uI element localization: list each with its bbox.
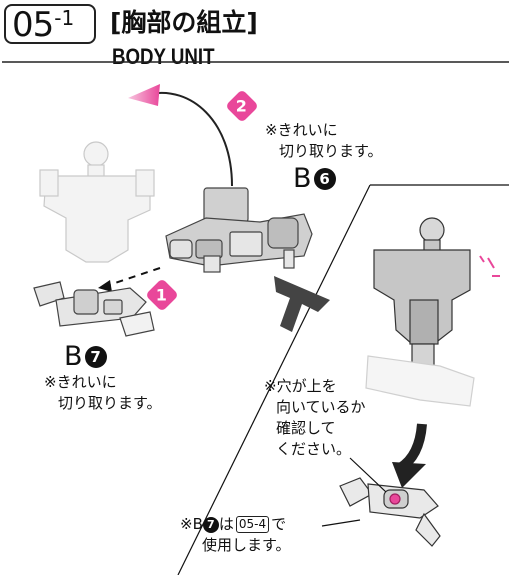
section-title-en: BODY UNIT <box>112 44 215 69</box>
note-mid: は <box>218 515 234 533</box>
down-arrow-head <box>392 462 426 488</box>
down-arrow-shaft <box>397 423 427 473</box>
b7-ghost <box>365 355 475 407</box>
note-hole-up: ※穴が上を 向いているか 確認して ください。 <box>264 376 366 460</box>
step-reference-box: 05-4 <box>235 516 270 533</box>
step-badge: 05 -1 <box>4 4 96 44</box>
action-badge-2-label: 2 <box>236 96 248 116</box>
note-line: 使用します。 <box>202 536 291 554</box>
note-cut-clean-b7: ※きれいに 切り取ります。 <box>44 372 162 414</box>
note-line: 切り取ります。 <box>279 142 383 160</box>
note-line: 切り取ります。 <box>58 394 162 412</box>
action-badge-1-label: 1 <box>156 285 168 305</box>
note-line: ※きれいに <box>44 373 117 391</box>
note-line: ください。 <box>276 440 352 458</box>
part-label-b6: B 6 <box>293 164 336 194</box>
pink-spark-lines <box>479 255 500 277</box>
note-prefix: ※B <box>180 515 203 533</box>
part-b7-bottom <box>339 477 441 547</box>
note-cut-clean-b6: ※きれいに 切り取ります。 <box>265 120 383 162</box>
note-suffix: で <box>271 515 287 533</box>
divider-diagonal-line <box>177 184 371 575</box>
note-line: ※穴が上を <box>264 377 337 395</box>
note-line: 向いているか <box>276 398 366 416</box>
runner-letter: B <box>64 341 83 372</box>
big-arrow-gray <box>274 276 330 332</box>
step-sub-number: -1 <box>54 6 75 30</box>
torso-ghost <box>39 141 155 263</box>
note-line: ※きれいに <box>265 121 338 139</box>
section-title-jp: [胸部の組立] <box>110 8 258 37</box>
note-use-later: ※B 7 は 05-4 で 使用します。 <box>180 514 291 556</box>
part-number-badge: 6 <box>313 168 336 190</box>
part-b6-shape <box>165 187 313 273</box>
torso-assembled <box>373 217 471 379</box>
part-label-b7: B 7 <box>64 342 107 372</box>
part-number-badge: 7 <box>84 346 107 368</box>
curve-arrow <box>149 91 233 187</box>
runner-letter: B <box>293 163 312 194</box>
pink-arrowhead-left <box>128 84 160 106</box>
part-b7-shape <box>33 281 155 337</box>
step-number: 05 <box>12 5 54 45</box>
part-number-badge: 7 <box>202 516 219 533</box>
note-line: 確認して <box>276 419 336 437</box>
